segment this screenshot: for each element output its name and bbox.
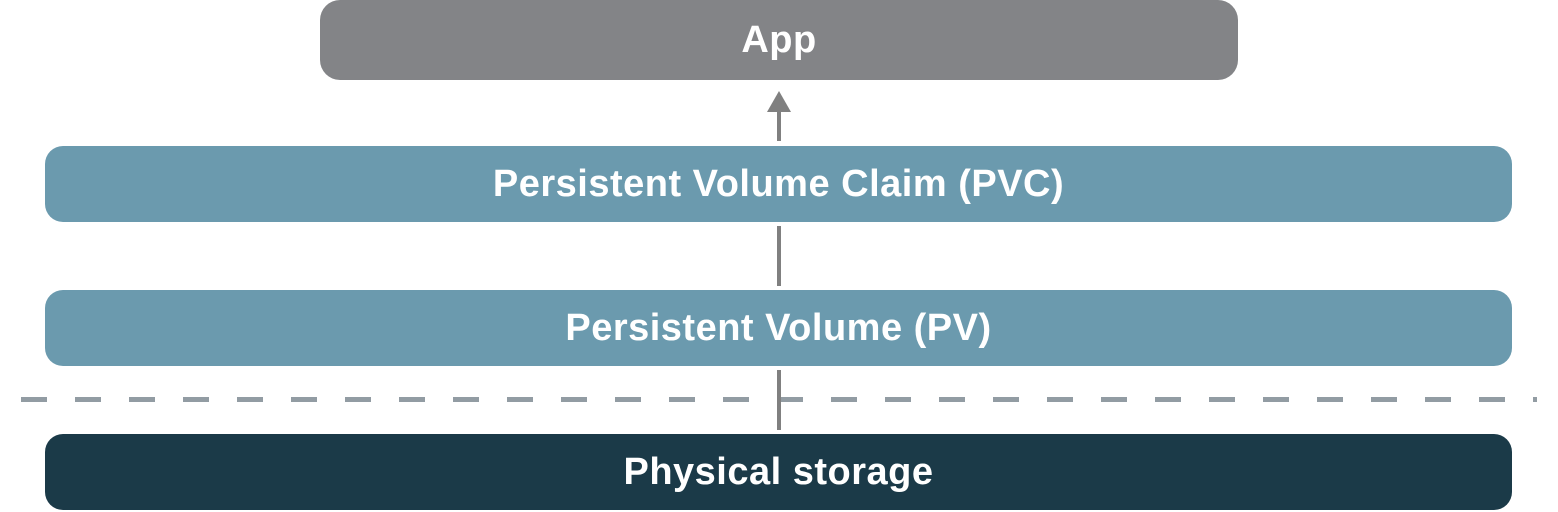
pv-layer-box: Persistent Volume (PV) — [45, 290, 1512, 366]
physical-storage-layer-label: Physical storage — [623, 450, 934, 493]
pvc-layer-box: Persistent Volume Claim (PVC) — [45, 146, 1512, 222]
app-layer-label: App — [741, 18, 817, 61]
pvc-layer-label: Persistent Volume Claim (PVC) — [492, 162, 1065, 205]
pv-layer-label: Persistent Volume (PV) — [565, 306, 992, 349]
physical-storage-layer-box: Physical storage — [45, 434, 1512, 510]
up-arrowhead-icon — [767, 91, 791, 112]
app-layer-box: App — [320, 0, 1238, 80]
